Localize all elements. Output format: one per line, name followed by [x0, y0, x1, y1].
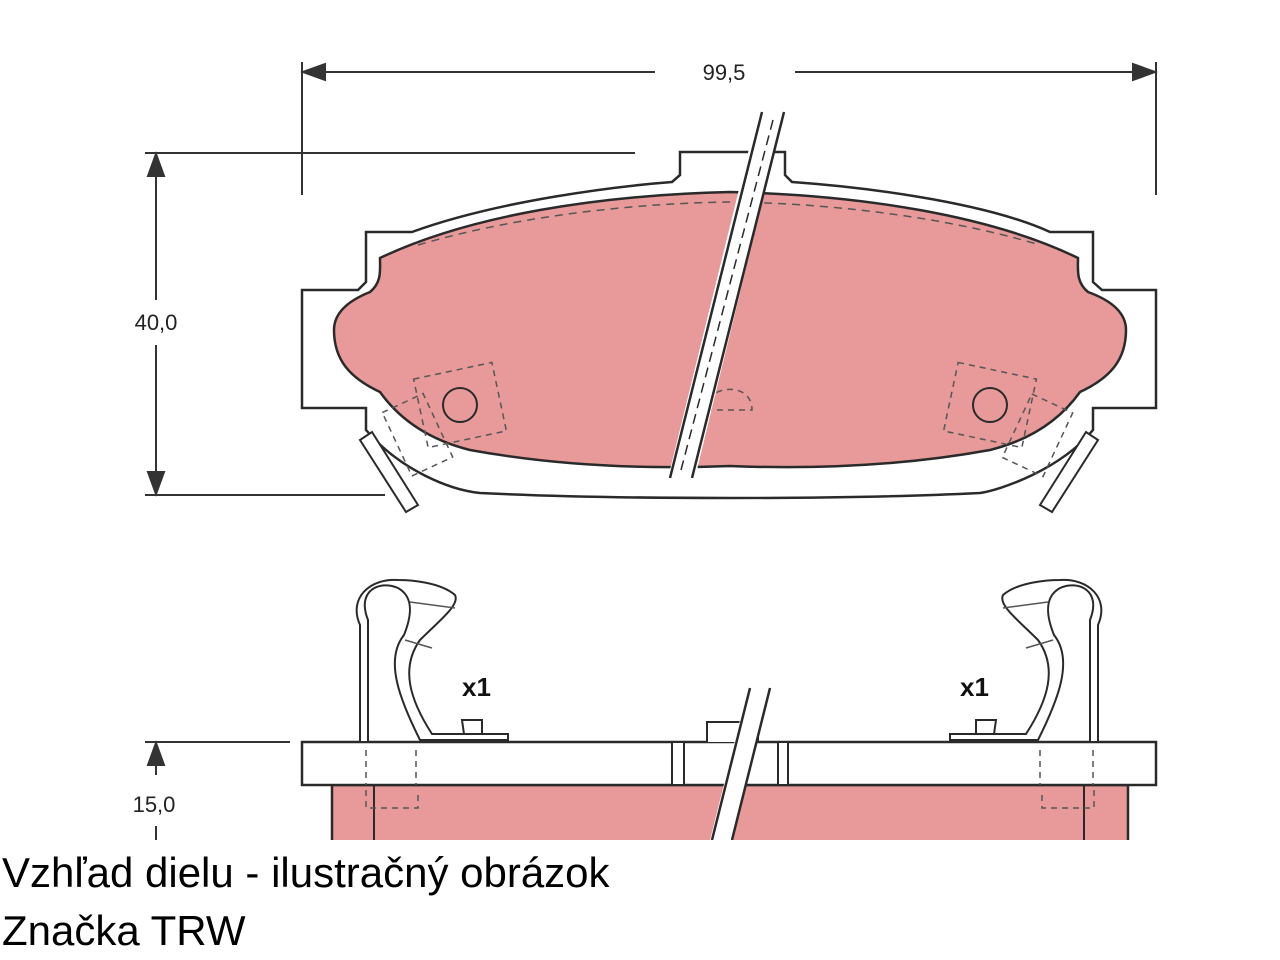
width-dimension [300, 62, 1158, 195]
height-dimension-label: 40,0 [135, 310, 178, 335]
thickness-dimension [145, 740, 290, 840]
right-clip-quantity: x1 [960, 672, 989, 702]
left-clip-tab [358, 430, 420, 514]
pad-inner-dashed-edge [417, 201, 1041, 246]
right-clip-tab [1038, 430, 1100, 514]
brake-pad-drawing: 99,5 40,0 [133, 60, 1158, 840]
width-dimension-label: 99,5 [703, 60, 746, 85]
caption-brand: Značka TRW [2, 907, 246, 954]
height-dimension [145, 151, 635, 497]
center-notch [704, 388, 753, 411]
right-mounting-hole [942, 361, 1074, 478]
left-clip-quantity: x1 [462, 672, 491, 702]
left-spring-clip [355, 578, 509, 743]
caption-illustration-note: Vzhľad dielu - ilustračný obrázok [2, 849, 610, 896]
side-break-lines [710, 687, 772, 840]
top-break-lines [668, 111, 786, 479]
thickness-dimension-label: 15,0 [133, 792, 176, 817]
right-spring-clip [949, 578, 1103, 743]
left-mounting-hole [381, 361, 508, 478]
